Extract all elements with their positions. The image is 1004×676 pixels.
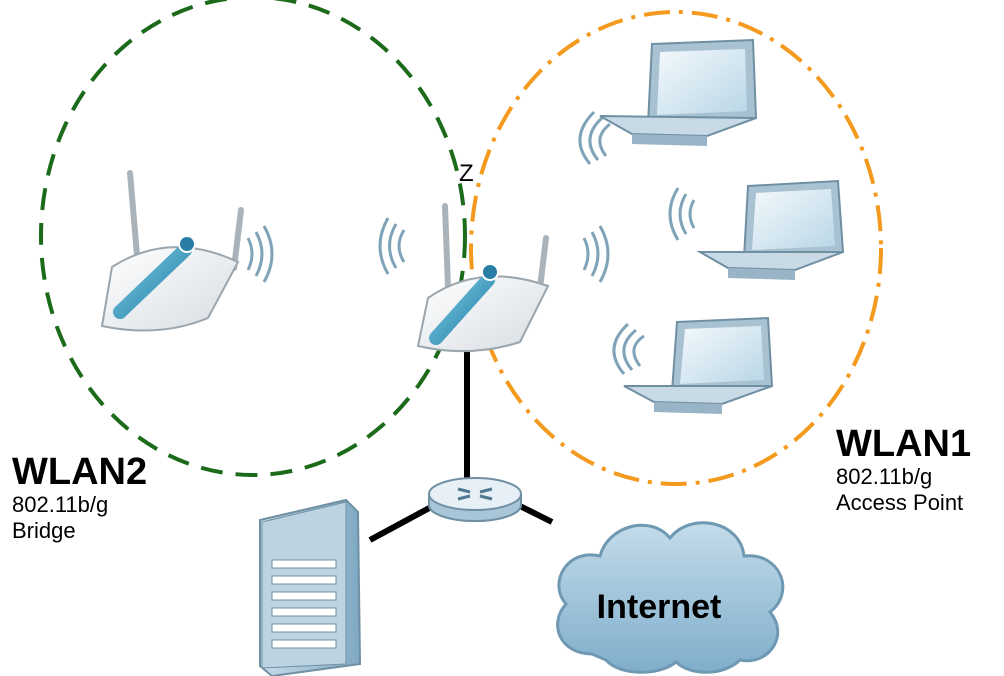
access-point-label: Z xyxy=(459,160,474,187)
wireless-wave-icon xyxy=(378,217,406,275)
wireless-wave-icon xyxy=(612,322,645,375)
wlan2-name: WLAN2 xyxy=(12,451,148,493)
internet-label: Internet xyxy=(596,588,722,626)
wlan1-coverage-circle xyxy=(469,10,883,486)
wireless-wave-icon xyxy=(578,110,611,165)
laptop-icon xyxy=(696,179,845,280)
access-point-icon xyxy=(416,203,550,353)
wlan1-name: WLAN1 xyxy=(836,423,972,465)
wlan1-standard: 802.11b/g xyxy=(836,464,933,489)
wlan2-label: WLAN2 802.11b/g Bridge xyxy=(12,452,147,544)
router-internet-link xyxy=(516,502,554,525)
laptop-icon xyxy=(599,38,758,146)
wlan2-standard: 802.11b/g xyxy=(12,492,109,517)
wlan2-coverage-circle xyxy=(39,0,467,477)
wlan2-mode: Bridge xyxy=(12,518,76,543)
cloud-icon xyxy=(556,521,785,674)
router-server-link xyxy=(368,503,435,543)
wlan1-label: WLAN1 802.11b/g Access Point xyxy=(836,424,971,516)
access-point-icon xyxy=(100,170,244,332)
laptop-icon xyxy=(623,316,774,414)
wireless-wave-icon xyxy=(582,225,610,283)
wireless-wave-icon xyxy=(246,225,274,283)
server-icon xyxy=(259,498,362,676)
wireless-wave-icon xyxy=(668,187,696,241)
wlan1-mode: Access Point xyxy=(836,490,964,515)
router-icon xyxy=(428,477,522,522)
